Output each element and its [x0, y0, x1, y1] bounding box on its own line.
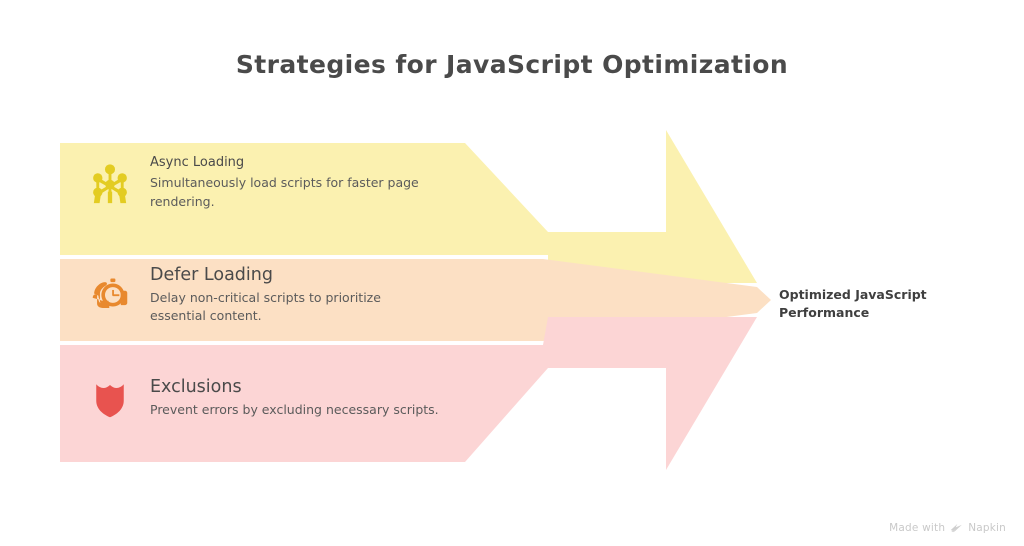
band-description: Delay non-critical scripts to prioritize…	[150, 290, 381, 324]
band-shape-async-loading	[60, 130, 757, 283]
footer-watermark: Made with Napkin	[889, 522, 1006, 534]
hand-stopwatch-icon	[82, 267, 138, 323]
made-with-label: Made with	[889, 522, 946, 534]
napkin-brand-label: Napkin	[968, 522, 1006, 534]
band-description: Prevent errors by excluding necessary sc…	[150, 401, 439, 417]
band-row-exclusions[interactable]: Exclusions Prevent errors by excluding n…	[60, 370, 439, 426]
band-row-defer-loading[interactable]: Defer Loading Delay non-critical scripts…	[60, 265, 440, 325]
napkin-logo-icon	[950, 523, 963, 533]
outcome-label-line-2: Performance	[779, 305, 870, 321]
shield-icon	[82, 370, 138, 426]
page-title: Strategies for JavaScript Optimization	[235, 50, 789, 79]
band-title: Defer Loading	[150, 265, 273, 285]
band-description: Simultaneously load scripts for faster p…	[150, 175, 419, 209]
band-row-async-loading[interactable]: Async Loading Simultaneously load script…	[60, 155, 440, 211]
band-text-async-loading: Async Loading Simultaneously load script…	[150, 155, 440, 210]
atomium-molecule-icon	[82, 155, 138, 211]
outcome-label-line-1: Optimized JavaScript	[779, 287, 927, 302]
band-title: Exclusions	[150, 376, 242, 397]
band-title: Async Loading	[150, 155, 245, 171]
band-text-exclusions: Exclusions Prevent errors by excluding n…	[150, 377, 439, 419]
band-shape-exclusions	[60, 317, 757, 470]
band-text-defer-loading: Defer Loading Delay non-critical scripts…	[150, 265, 440, 325]
outcome-label: Optimized JavaScript Performance	[779, 286, 979, 322]
